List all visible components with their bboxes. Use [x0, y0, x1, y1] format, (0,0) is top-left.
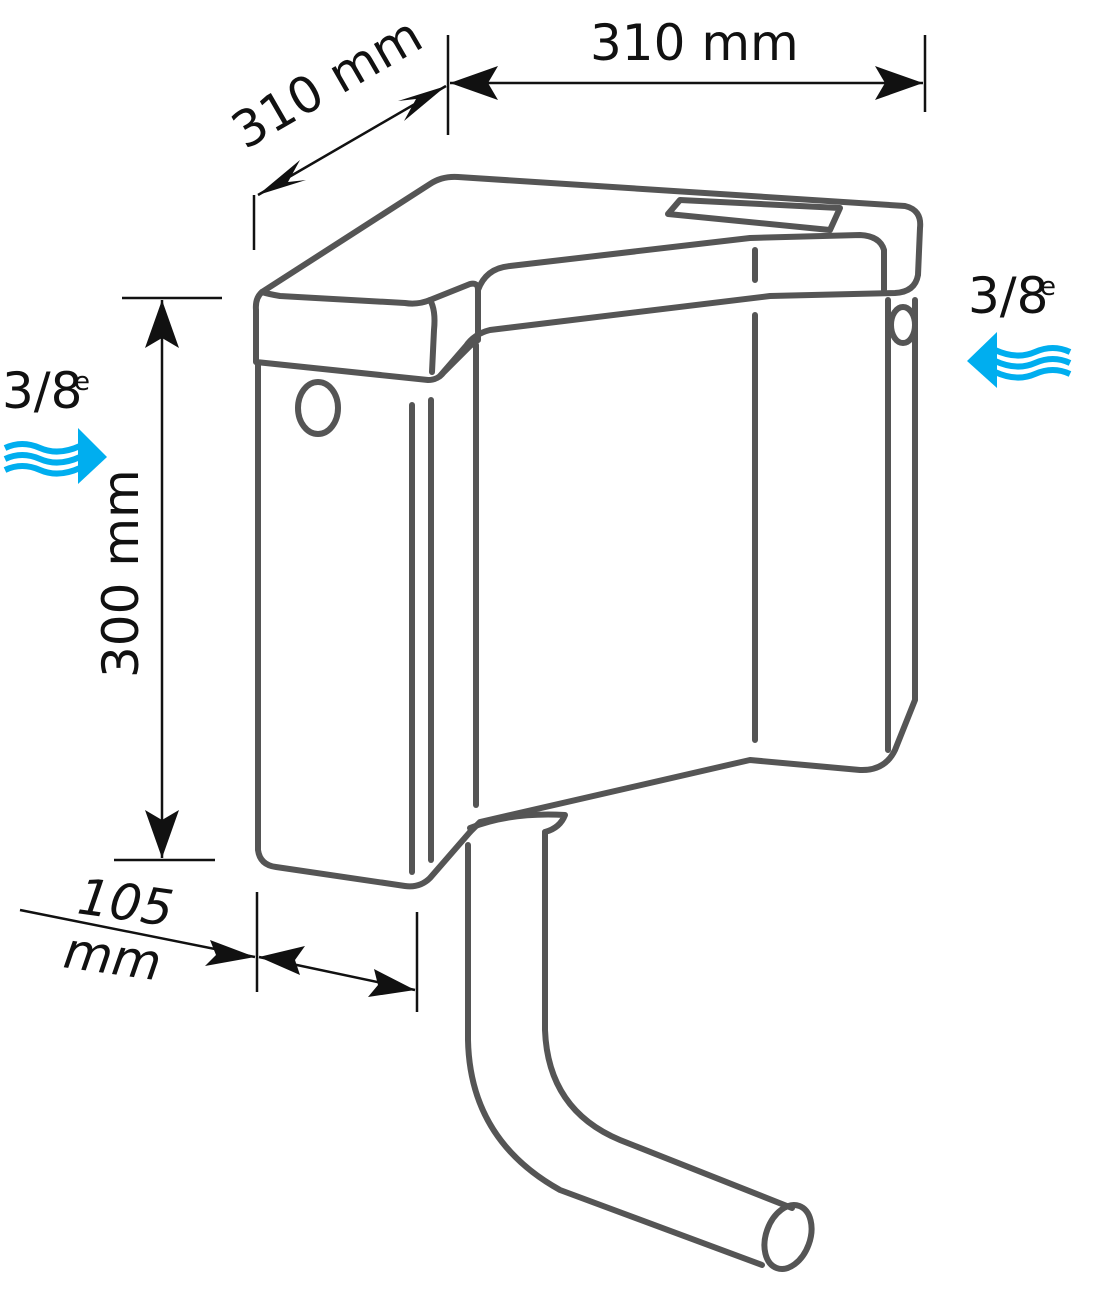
right-inlet-sup: e: [1040, 272, 1056, 302]
right-inlet: 3/8 e: [967, 267, 1072, 388]
dimension-thickness: 105 mm: [19, 867, 419, 1012]
thickness-label-unit: mm: [60, 921, 165, 992]
height-label: 300 mm: [92, 469, 150, 678]
right-inlet-label: 3/8: [968, 267, 1048, 325]
depth-label: 310 mm: [222, 6, 432, 161]
cistern-outline: [252, 173, 924, 1272]
water-flow-right-icon: [3, 428, 107, 484]
left-inlet-sup: e: [74, 367, 90, 397]
dimension-height: 300 mm: [92, 296, 222, 862]
left-inlet-label: 3/8: [2, 362, 82, 420]
dimension-width: 310 mm: [450, 14, 927, 112]
thickness-label-number: 105: [74, 867, 177, 938]
water-flow-left-icon: [967, 332, 1072, 388]
dimension-depth: 310 mm: [222, 6, 450, 250]
width-label: 310 mm: [590, 14, 799, 72]
left-inlet: 3/8 e: [2, 362, 107, 484]
